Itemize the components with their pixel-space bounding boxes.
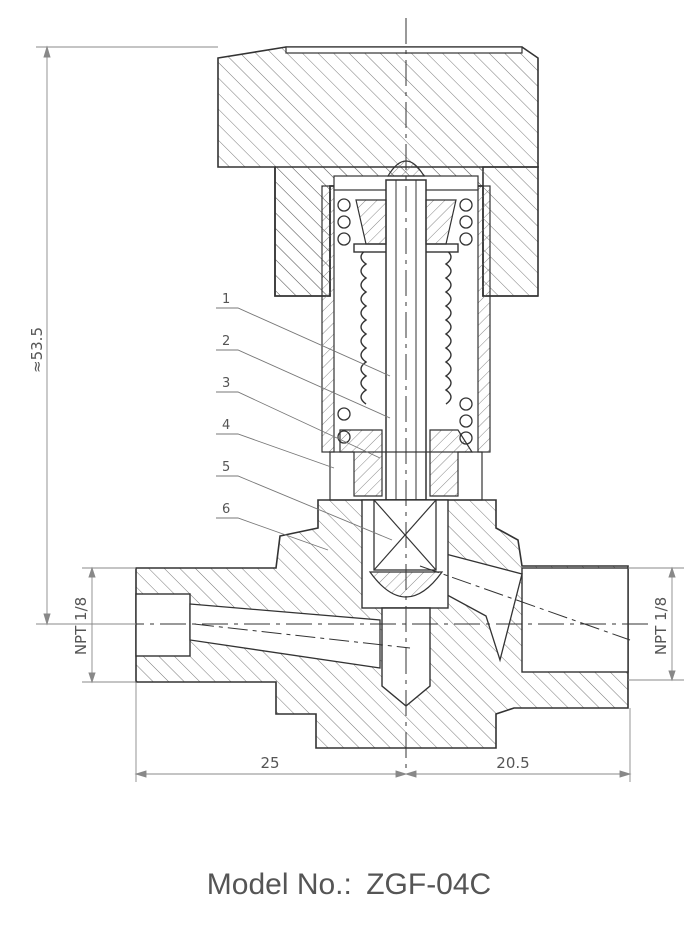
callout-2: 2 [222,334,230,349]
callout-5: 5 [222,460,230,475]
callout-1: 1 [222,292,230,307]
callout-labels: 1 2 3 4 5 6 [222,292,230,517]
left-width-dimension: 25 [260,754,279,772]
centerlines [118,18,650,770]
dimension-labels: ≈53.5 NPT 1/8 NPT 1/8 25 20.5 [28,327,670,772]
model-label: Model No.: [206,868,352,901]
right-width-dimension: 20.5 [496,754,529,772]
model-number: Model No.: ZGF-04C [0,868,698,902]
left-port-label: NPT 1/8 [72,597,90,655]
callout-4: 4 [222,418,230,433]
height-dimension: ≈53.5 [28,327,46,373]
spring-coils-left [337,198,351,444]
dimension-lines [36,45,684,782]
model-value: ZGF-04C [366,868,492,901]
callout-3: 3 [222,376,230,391]
callout-6: 6 [222,502,230,517]
right-port-label: NPT 1/8 [652,597,670,655]
spring-coils-right [459,198,473,445]
callout-leaders [216,307,393,551]
